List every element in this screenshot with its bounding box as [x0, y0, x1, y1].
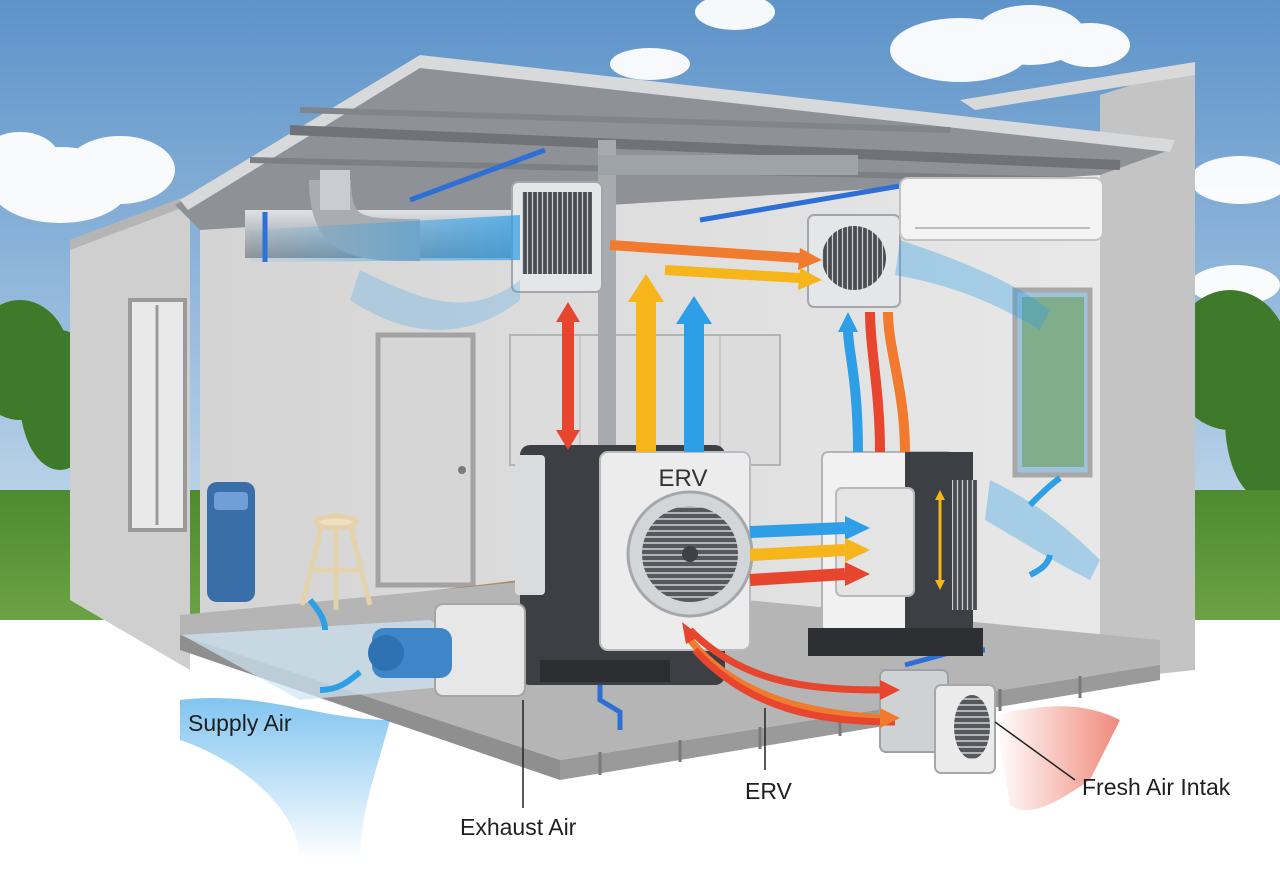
circulation-pump — [368, 603, 526, 697]
leader-lines — [522, 700, 1076, 808]
erv-main-unit: ERV — [515, 445, 754, 685]
trees-right — [1170, 290, 1280, 500]
label-erv: ERV — [745, 778, 792, 804]
wall-mounted-ac — [899, 177, 1104, 241]
label-fresh-air-intake: Fresh Air Intak — [1082, 774, 1231, 800]
erv-unit-face-label: ERV — [659, 465, 708, 492]
label-exhaust-air: Exhaust Air — [460, 814, 577, 840]
stool — [299, 513, 373, 610]
label-supply-air: Supply Air — [188, 710, 292, 736]
clouds — [0, 0, 1280, 305]
ceiling-fan-right — [807, 214, 901, 308]
ceiling-fan-left — [511, 181, 603, 293]
dehumidifier — [207, 482, 255, 602]
airflow-arrows — [307, 240, 1062, 728]
airflow-mists — [180, 215, 1120, 860]
